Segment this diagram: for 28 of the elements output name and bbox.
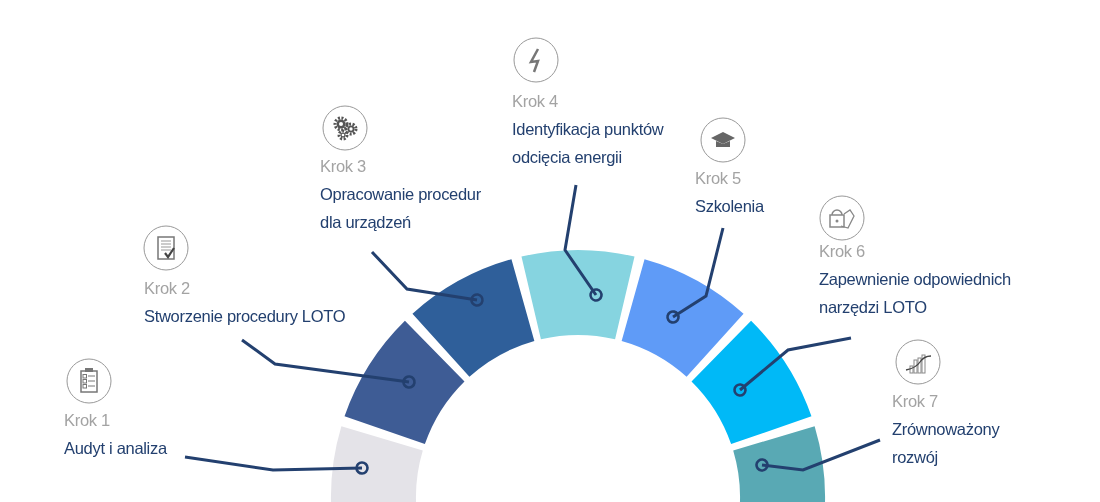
step-title: Zrównoważony rozwój bbox=[892, 419, 1001, 468]
arc-segment bbox=[331, 426, 423, 502]
arc-segment bbox=[733, 426, 825, 502]
leader-line bbox=[184, 455, 369, 475]
step-label: Krok 4 bbox=[512, 91, 559, 112]
step-title: Identyfikacja punktów odcięcia energii bbox=[512, 119, 665, 168]
arc-segment bbox=[691, 320, 812, 445]
leader-line bbox=[733, 336, 852, 397]
step-label: Krok 5 bbox=[695, 168, 742, 189]
step-label: Krok 6 bbox=[819, 241, 866, 262]
arc-segment bbox=[521, 250, 635, 340]
arc-segment bbox=[621, 259, 744, 377]
step-label: Krok 3 bbox=[320, 156, 367, 177]
leader-line bbox=[666, 227, 725, 324]
arc-segment bbox=[344, 320, 465, 445]
leader-line bbox=[241, 338, 416, 389]
step-label: Krok 7 bbox=[892, 391, 939, 412]
step-title: Opracowanie procedur dla urządzeń bbox=[320, 184, 482, 233]
step-title: Audyt i analiza bbox=[64, 438, 168, 459]
step-title: Zapewnienie odpowiednich narzędzi LOTO bbox=[819, 269, 1012, 318]
step-title: Szkolenia bbox=[695, 196, 765, 217]
step-label: Krok 1 bbox=[64, 410, 111, 431]
leader-line bbox=[370, 250, 484, 307]
leader-line bbox=[755, 438, 881, 472]
step-label: Krok 2 bbox=[144, 278, 191, 299]
step-title: Stworzenie procedury LOTO bbox=[144, 306, 347, 327]
arc-segment bbox=[412, 259, 535, 377]
leader-line bbox=[563, 184, 603, 302]
